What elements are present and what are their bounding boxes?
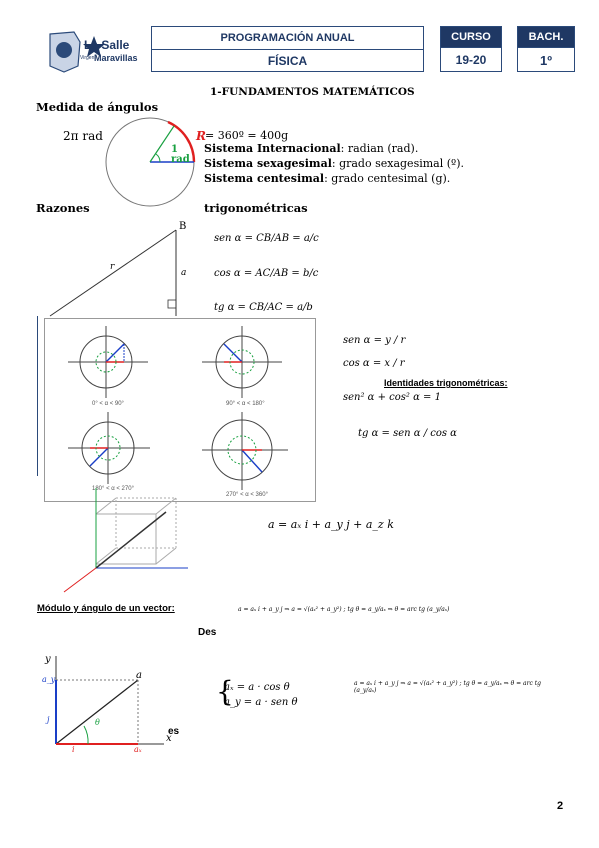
component-y: a_y = a · sen θ [224, 697, 298, 708]
j-label: j [47, 715, 50, 724]
si-bold: Sistema Internacional [204, 142, 341, 155]
ax-label: aₓ [134, 745, 142, 754]
modulus-heading: Módulo y ángulo de un vector: [37, 603, 175, 614]
cent-rest: : grado centesimal (g). [324, 172, 451, 185]
logo-line1: La Salle [84, 38, 130, 52]
section-title: 1-FUNDAMENTOS MATEMÁTICOS [210, 86, 415, 98]
subject-title: FÍSICA [152, 49, 423, 72]
pythagorean-identity: sen² α + cos² α = 1 [343, 392, 441, 403]
program-title-box: PROGRAMACIÓN ANUAL FÍSICA [151, 26, 424, 72]
course-label: CURSO [441, 27, 501, 47]
radius-R-label: R [196, 129, 206, 143]
cos-ratio: cos α = AC/AB = b/c [214, 268, 319, 279]
identities-heading: Identidades trigonométricas: [384, 378, 508, 388]
cent-bold: Sistema centesimal [204, 172, 325, 185]
two-pi-label: 2π rad [63, 129, 103, 143]
vector-a-label: a [136, 670, 142, 681]
i-label: i [72, 745, 75, 754]
triangle-a-label: a [181, 268, 187, 278]
course-box: CURSO 19-20 [440, 26, 502, 72]
left-margin-line [37, 316, 38, 476]
level-box: BACH. 1º [517, 26, 575, 72]
vector-3d-diagram [63, 488, 188, 593]
rad-label: rad [171, 154, 190, 165]
sex-bold: Sistema sexagesimal [204, 157, 332, 170]
quadrant-diagram-3 [68, 412, 150, 484]
axis-x-label: x [166, 733, 172, 744]
tangent-definition: tg α = sen α / cos α [358, 428, 457, 439]
right-vector-expression: a = aₓ i + a_y j ⇒ a = √(aₓ² + a_y²) ; t… [354, 680, 542, 694]
triangle-r-label: r [110, 262, 115, 272]
quadrant-caption-4: 270° < α < 360° [226, 492, 268, 498]
quadrant-caption-3: 180° < α < 270° [92, 486, 134, 492]
level-label: BACH. [518, 27, 574, 47]
ay-label: a_y [42, 675, 56, 684]
quadrant-diagram-1 [68, 326, 148, 398]
page-number: 2 [557, 800, 564, 812]
vector-3d-expression: a = aₓ i + a_y j + a_z k [268, 518, 394, 531]
quadrant-diagram-4 [202, 412, 288, 490]
theta-label: θ [95, 718, 100, 727]
angle-circle-diagram [105, 117, 196, 207]
school-logo: La Salle Virgen Maravillas [44, 28, 144, 74]
tg-ratio: tg α = CB/AC = a/b [214, 302, 313, 313]
sen-definition: sen α = y / r [343, 335, 406, 346]
sen-ratio: sen α = CB/AB = a/c [214, 233, 319, 244]
program-title: PROGRAMACIÓN ANUAL [220, 32, 355, 44]
angles-heading: Medida de ángulos [36, 100, 159, 114]
sex-line: Sistema sexagesimal: grado sexagesimal (… [204, 157, 464, 170]
si-line: Sistema Internacional: radian (rad). [204, 142, 418, 155]
one-label: 1 [171, 144, 178, 155]
brace: { [216, 675, 234, 708]
ratios-heading-right: trigonométricas [204, 201, 308, 215]
logo-line2: Maravillas [94, 53, 138, 63]
modulus-expression: a = aₓ i + a_y j ⇒ a = √(aₓ² + a_y²) ; t… [238, 606, 450, 613]
unit-circle-panel [44, 318, 316, 502]
triangle-B-label: B [179, 221, 187, 232]
right-triangle-diagram [49, 229, 177, 317]
vector-2d-diagram [55, 656, 164, 745]
des-fragment: Des [198, 627, 217, 638]
si-rest: : radian (rad). [340, 142, 419, 155]
logo-small: Virgen [80, 55, 95, 61]
axis-y-label: y [45, 654, 51, 665]
cos-definition: cos α = x / r [343, 358, 405, 369]
cent-line: Sistema centesimal: grado centesimal (g)… [204, 172, 450, 185]
sex-rest: : grado sexagesimal (º). [331, 157, 464, 170]
course-value: 19-20 [441, 47, 501, 73]
level-value: 1º [518, 47, 574, 73]
shield-icon [49, 31, 105, 73]
component-x: aₓ = a · cos θ [224, 682, 290, 693]
quadrant-diagram-2 [202, 326, 282, 398]
ratios-heading-left: Razones [36, 201, 90, 215]
es-fragment: es [168, 726, 180, 737]
quadrant-caption-1: 0° < α < 90° [92, 401, 124, 407]
quadrant-caption-2: 90° < α < 180° [226, 401, 265, 407]
R-equation: = 360º = 400g [205, 129, 289, 142]
